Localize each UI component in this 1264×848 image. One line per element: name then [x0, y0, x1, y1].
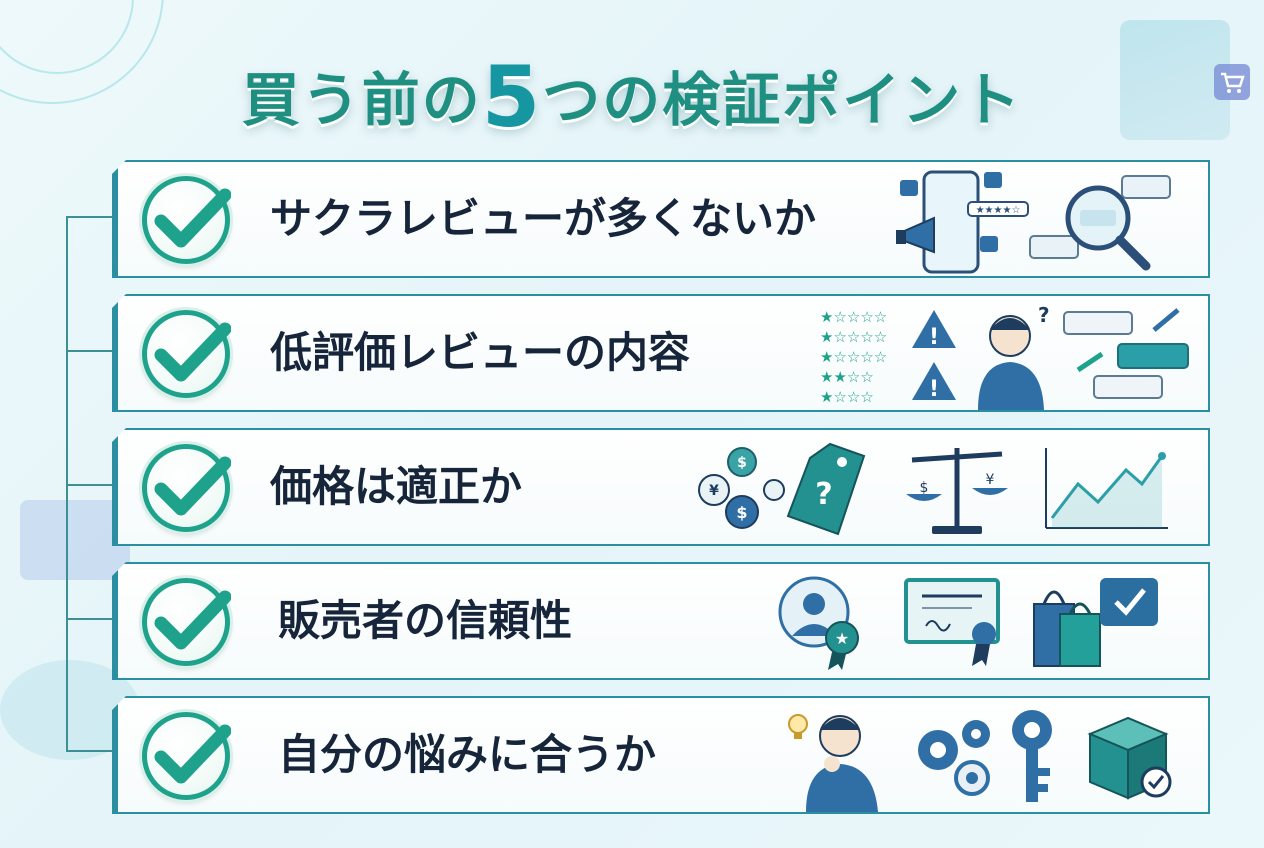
title-part1: 買う前の: [241, 66, 482, 134]
package-check-icon: [1087, 716, 1172, 800]
star-ratings-icon: ★☆☆☆☆ ★☆☆☆☆ ★☆☆☆☆ ★★☆☆ ★☆☆☆: [820, 308, 887, 404]
price-tag-icon: ?: [786, 442, 866, 536]
trend-chart-icon: [1045, 448, 1168, 529]
magnifier-review-icon: [1029, 175, 1171, 271]
connector-branch: [66, 216, 114, 218]
certificate-icon: [904, 578, 1000, 666]
svg-text:$: $: [920, 480, 929, 496]
svg-text:?: ?: [1038, 303, 1050, 327]
confused-person-icon: ?: [978, 303, 1050, 410]
connector-branch: [66, 484, 114, 486]
seller-profile-badge-icon: ★: [778, 576, 859, 670]
connector-branch: [66, 350, 114, 352]
svg-text:★☆☆☆☆: ★☆☆☆☆: [820, 328, 887, 346]
review-arrows-icon: [1063, 308, 1189, 399]
svg-text:?: ?: [815, 477, 832, 512]
connector-branch: [66, 618, 114, 620]
svg-text:!: !: [929, 377, 939, 402]
warning-icon: ! !: [912, 310, 956, 402]
svg-text:★★★★☆: ★★★★☆: [976, 205, 1021, 216]
svg-text:¥: ¥: [709, 483, 719, 499]
checkpoint-card: サクラレビューが多くないか ★★★★☆: [112, 160, 1210, 278]
connector-line: [66, 216, 68, 750]
checkpoint-label: 価格は適正か: [270, 462, 523, 511]
checkpoint-label: 自分の悩みに合うか: [278, 730, 657, 779]
smartphone-megaphone-icon: ★★★★☆: [896, 170, 1029, 274]
coins-icon: $ ¥ $: [698, 447, 785, 529]
check-icon: [142, 310, 231, 398]
svg-text:!: !: [929, 325, 939, 350]
background-cube-decoration: [1120, 20, 1230, 140]
svg-text:$: $: [736, 503, 747, 522]
connector-branch: [66, 750, 114, 752]
checkpoint-card: 低評価レビューの内容 ★☆☆☆☆ ★☆☆☆☆ ★☆☆☆☆ ★★☆☆ ★☆☆☆ !…: [112, 294, 1210, 412]
balance-scale-icon: $ ¥: [906, 448, 1008, 534]
check-icon: [142, 444, 231, 532]
background-panel-decoration: [20, 500, 130, 580]
svg-text:★☆☆☆: ★☆☆☆: [820, 388, 874, 404]
svg-text:★: ★: [835, 629, 849, 648]
key-icon: [1012, 710, 1052, 802]
title-part2: つの検証ポイント: [542, 66, 1023, 134]
background-cart-icon: [1214, 64, 1250, 100]
checkpoint-label: 販売者の信頼性: [278, 596, 573, 645]
svg-text:$: $: [737, 455, 747, 471]
checkpoint-card: 販売者の信頼性 ★: [112, 562, 1210, 680]
svg-text:★★☆☆: ★★☆☆: [820, 368, 874, 386]
svg-text:★☆☆☆☆: ★☆☆☆☆: [820, 308, 887, 326]
checkpoint-card: 価格は適正か $ ¥ $ ? $ ¥: [112, 428, 1210, 546]
title-number: 5: [481, 48, 543, 146]
check-icon: [142, 176, 231, 264]
shopping-bags-icon: [1033, 578, 1158, 667]
svg-text:★☆☆☆☆: ★☆☆☆☆: [820, 348, 887, 366]
checkpoint-label: サクラレビューが多くないか: [270, 194, 817, 243]
svg-text:¥: ¥: [986, 472, 995, 488]
page-title: 買う前の5つの検証ポイント: [0, 48, 1264, 146]
gears-icon: [918, 720, 990, 796]
thinking-person-icon: [788, 714, 878, 812]
checkpoint-card: 自分の悩みに合うか: [112, 696, 1210, 814]
checkpoint-label: 低評価レビューの内容: [270, 328, 691, 377]
check-icon: [142, 712, 231, 800]
check-icon: [142, 578, 231, 666]
